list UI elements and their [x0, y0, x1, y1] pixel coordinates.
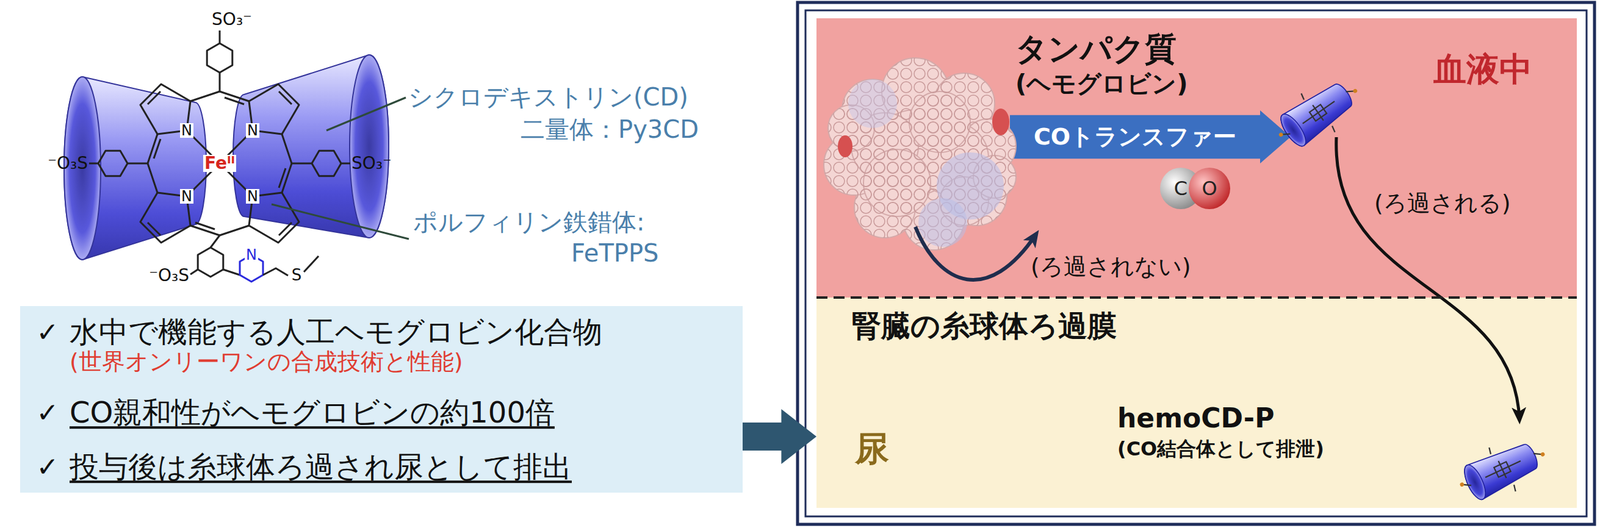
porphyrin-structure: [311, 150, 342, 177]
atom-label: S: [291, 266, 303, 285]
atom-group-label: ⁻O₃S: [148, 265, 190, 287]
flow-arrow: [742, 409, 817, 465]
pyridine-linker: [303, 256, 319, 273]
feature-box: 水中で機能する人工ヘモグロビン化合物(世界オンリーワンの合成技術と性能) CO親和…: [20, 306, 743, 494]
porphyrin-structure: [219, 30, 221, 44]
pyridine-linker: [239, 255, 319, 282]
annotation-label: FeTPPS: [571, 238, 660, 268]
porphyrin-structure: [89, 162, 99, 165]
porphyrin-structure: [98, 150, 128, 177]
annotation-label: 二量体：Py3CD: [520, 114, 699, 145]
node-title: COトランスファー: [1033, 123, 1237, 152]
atom-group-label: SO₃⁻: [211, 9, 253, 30]
flow-arrow: [742, 409, 817, 465]
porphyrin-structure: [140, 163, 220, 243]
atom-label: N: [180, 123, 194, 138]
node-text: CO親和性がヘモグロビンの約100倍: [69, 395, 555, 431]
porphyrin-structure: [219, 163, 300, 243]
leader-line: [326, 97, 406, 131]
cyclodextrin-cylinder: [64, 54, 389, 260]
atom-group-label: SO₃⁻: [351, 153, 392, 174]
porphyrin-structure: [341, 162, 351, 165]
annotation-label: ポルフィリン鉄錯体:: [413, 207, 645, 237]
atom-label: N: [245, 123, 260, 138]
porphyrin-structure: [206, 43, 233, 73]
pyridine-linker: [263, 268, 289, 276]
atom-label: Feᴵᴵ: [203, 154, 237, 173]
cyclodextrin-cylinder: [349, 54, 389, 238]
atom-label: N: [180, 189, 194, 204]
porphyrin-structure: [210, 235, 220, 248]
atom-label: N: [244, 247, 259, 263]
cyclodextrin-cylinder: [233, 54, 389, 238]
porphyrin-structure: [219, 72, 221, 92]
leader-line: [271, 97, 409, 240]
porphyrin-structure: [127, 162, 148, 165]
transfer-arrow: COトランスファー: [1009, 110, 1291, 164]
porphyrin-structure: [89, 30, 351, 278]
atom-group-label: ⁻O₃S: [47, 153, 88, 174]
arrow-shape: [1009, 110, 1291, 164]
pyridine-linker: [239, 255, 264, 282]
atom-label: N: [245, 189, 260, 204]
porphyrin-structure: [291, 162, 312, 165]
node-text: 投与後は糸球体ろ過され尿として排出: [69, 449, 572, 486]
node-title: 血液中: [1433, 50, 1533, 90]
panel-frame: [805, 10, 1587, 517]
node-title: 腎臓の糸球体ろ過膜: [851, 308, 1117, 345]
panel-frame: [797, 2, 1595, 525]
node-text: 尿: [854, 428, 890, 470]
urine-band: 腎臓の糸球体ろ過膜尿: [816, 297, 1577, 509]
blood-band: 血液中 COトランスファー: [816, 18, 1577, 298]
cyclodextrin-cylinder: [64, 76, 207, 260]
annotation-label: シクロデキストリン(CD): [408, 82, 689, 112]
panel-frame: [797, 2, 1595, 525]
porphyrin-structure: [140, 84, 220, 164]
node-title: 水中で機能する人工ヘモグロビン化合物: [69, 314, 603, 351]
node-text: (世界オンリーワンの合成技術と性能): [69, 348, 464, 377]
porphyrin-structure: [197, 247, 224, 278]
porphyrin-structure: [219, 84, 300, 164]
cyclodextrin-cylinder: [64, 76, 101, 260]
leader-line: [271, 204, 409, 240]
porphyrin-structure: [223, 269, 240, 276]
porphyrin-structure: [190, 269, 198, 275]
